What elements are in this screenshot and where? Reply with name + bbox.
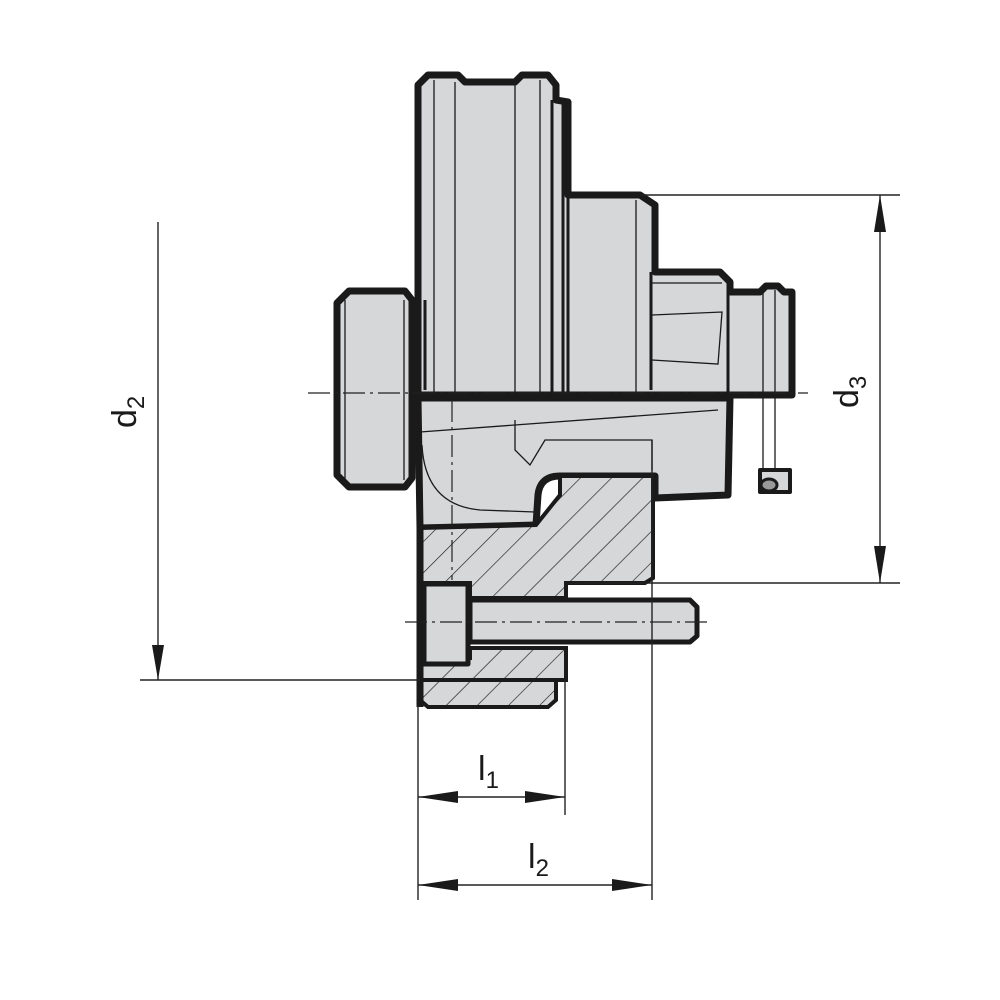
dimension-lines	[140, 194, 900, 900]
left-knob	[333, 287, 427, 491]
dimension-label-l1: l1	[478, 750, 499, 794]
center-lines	[308, 392, 808, 623]
dimension-label-l2: l2	[528, 838, 549, 882]
hatched-section	[416, 474, 700, 709]
dimension-label-d3: d3	[828, 376, 872, 408]
dimension-label-d2: d2	[106, 396, 150, 428]
